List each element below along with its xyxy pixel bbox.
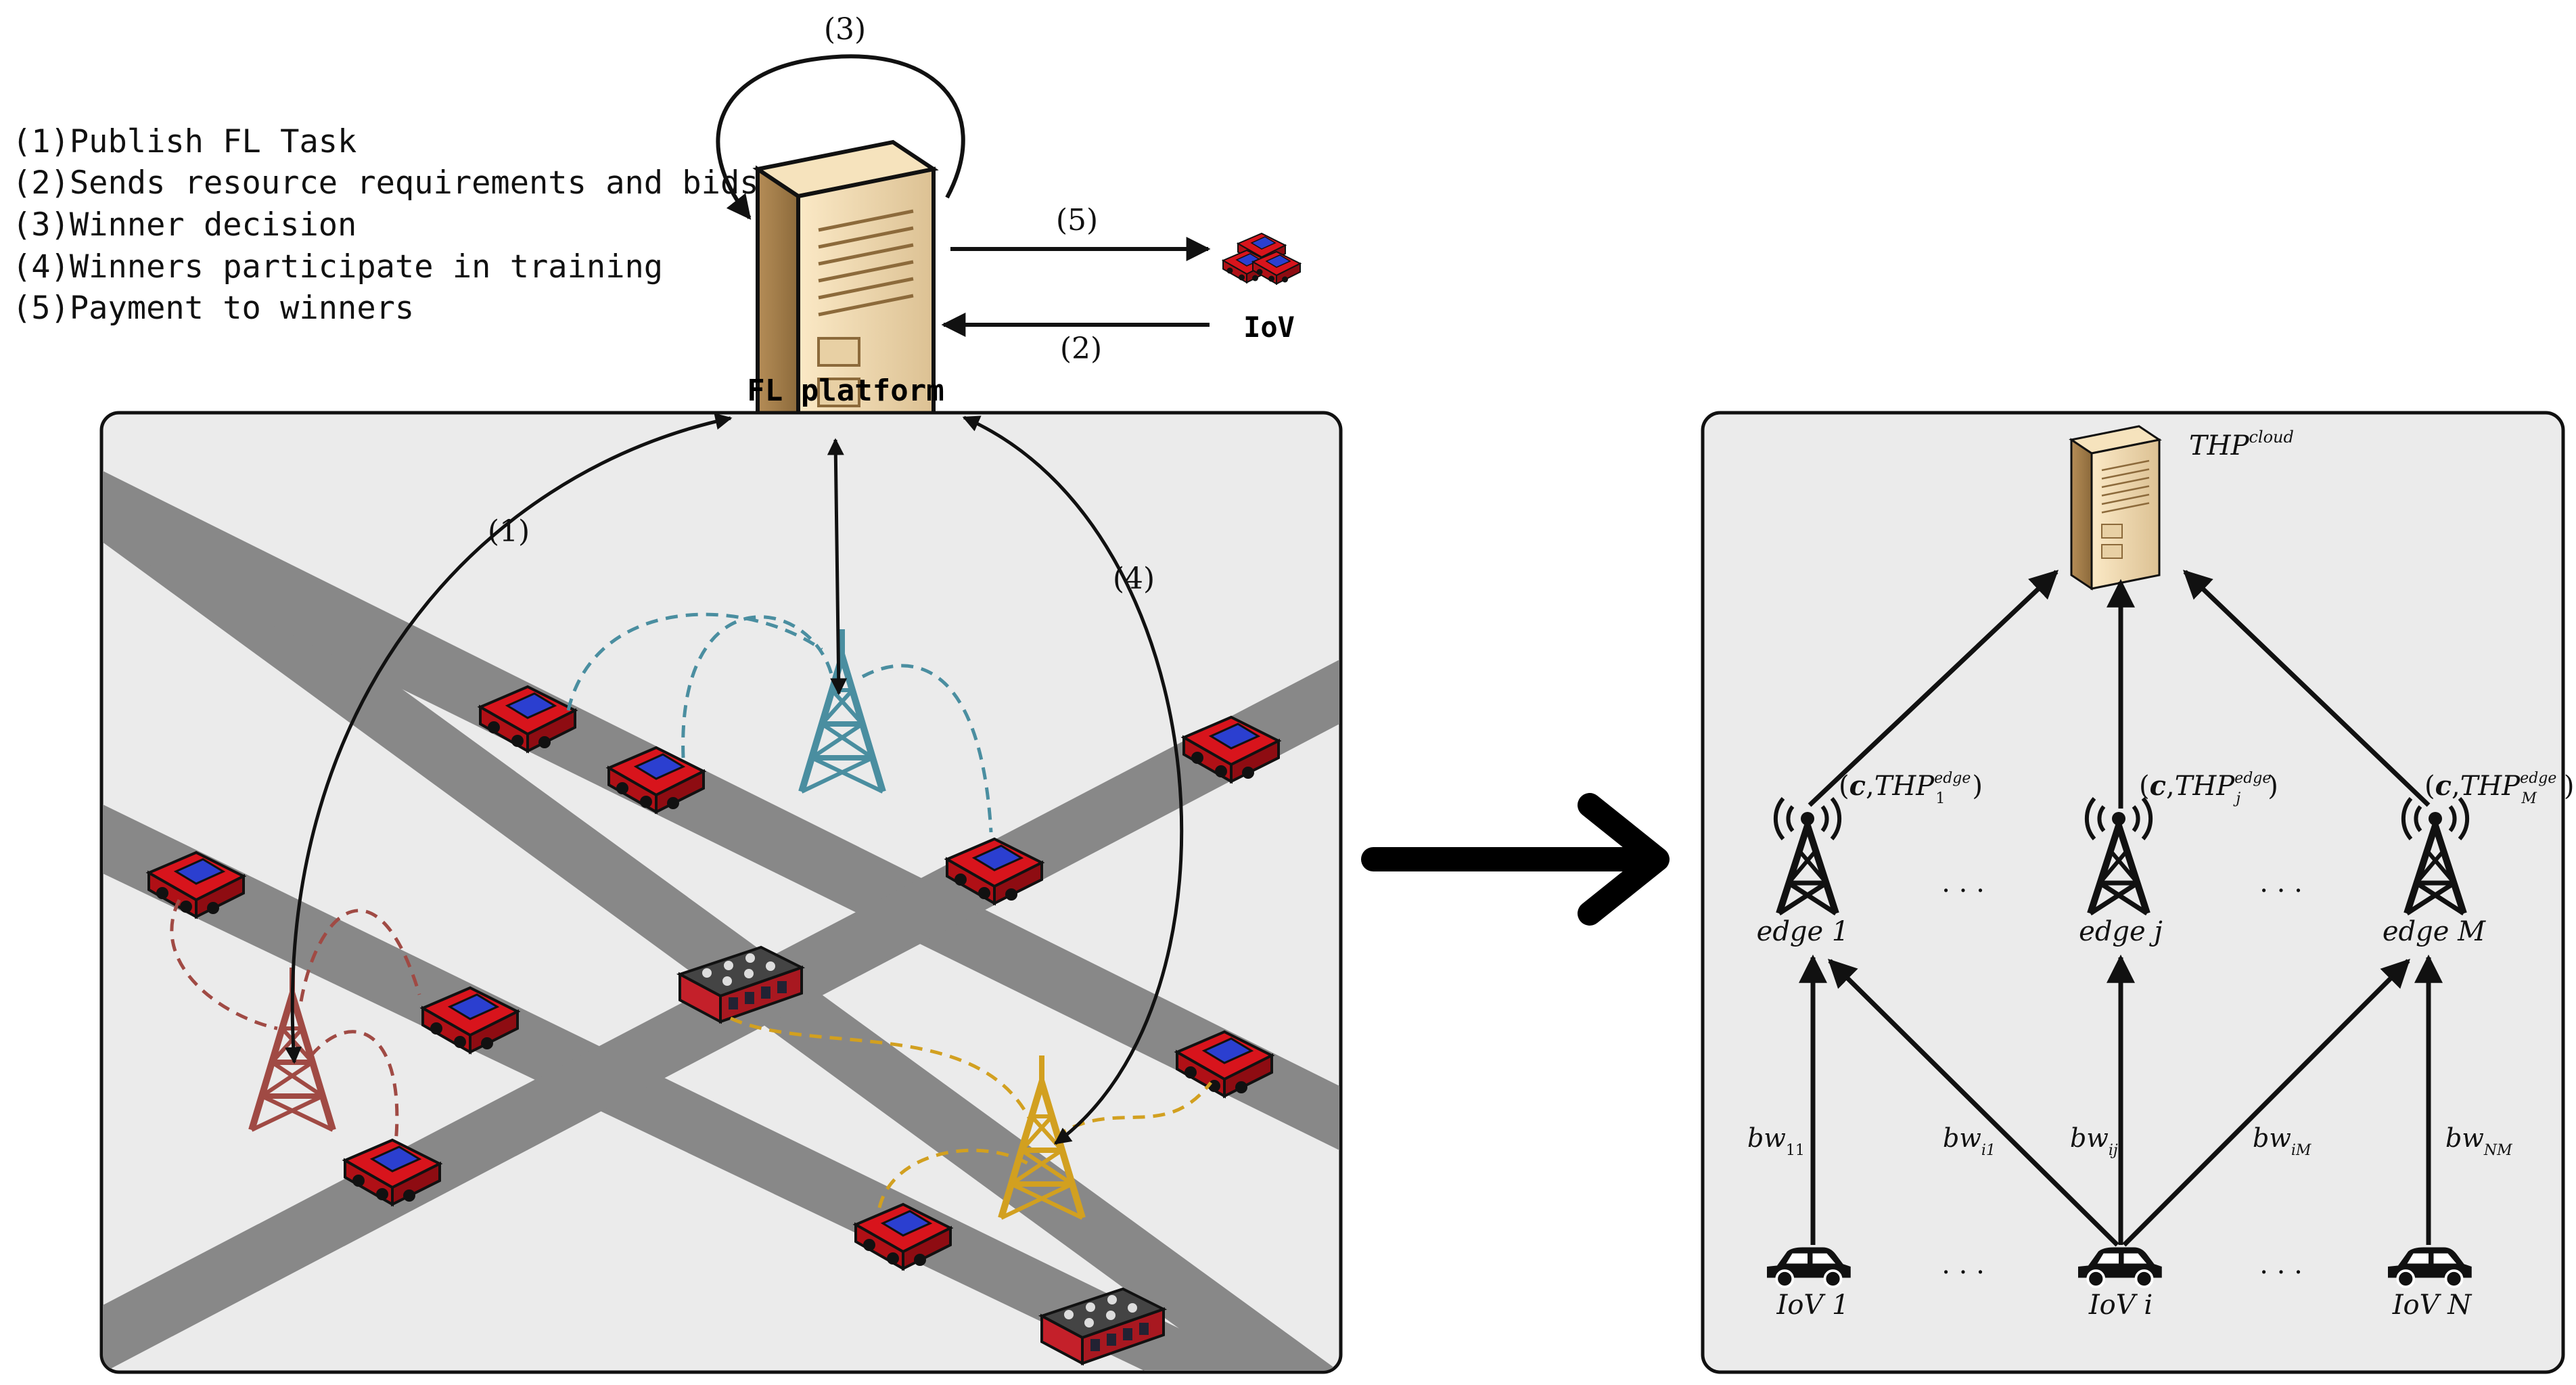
edge-j-label: edge j xyxy=(2079,916,2163,947)
edge-dots-1: . . . xyxy=(1941,867,1985,899)
iov-dots-2: . . . xyxy=(2259,1249,2303,1280)
transition-arrow xyxy=(1361,793,1670,926)
iov-i-label: IoV i xyxy=(2088,1290,2153,1321)
step1-label: (1) xyxy=(488,514,530,549)
bw-i1-label: bwi1 xyxy=(1943,1123,1996,1159)
edge1-to-cloud-arrow xyxy=(1808,570,2059,807)
blue-tower-link-arrow xyxy=(827,438,848,696)
iov-N-label: IoV N xyxy=(2392,1290,2472,1321)
edgeM-to-cloud-arrow xyxy=(2182,570,2431,807)
iov-dots-1: . . . xyxy=(1941,1249,1985,1280)
legend-item-3: (3)Winner decision xyxy=(12,206,357,244)
cloud-thp-label: THPcloud xyxy=(2189,428,2294,461)
legend-item-1: (1)Publish FL Task xyxy=(12,123,357,160)
legend-item-5: (5)Payment to winners xyxy=(12,290,415,327)
bw-iM-label: bwiM xyxy=(2253,1123,2312,1159)
bw-NM-label: bwNM xyxy=(2445,1123,2512,1159)
legend-item-2: (2)Sends resource requirements and bids xyxy=(12,164,759,202)
training-arrow xyxy=(962,415,1184,1145)
edge-1-label: edge 1 xyxy=(1757,916,1849,947)
iovi-to-edgeM-arrow xyxy=(2122,959,2410,1247)
bw-11-label: bw11 xyxy=(1747,1123,1805,1159)
step4-label: (4) xyxy=(1113,562,1155,596)
iov-cars-icon xyxy=(1222,233,1301,285)
edge-dots-2: . . . xyxy=(2259,867,2303,899)
step5-label: (5) xyxy=(1056,203,1098,237)
winner-decision-loop-arrow xyxy=(716,54,965,220)
fl-platform-label: FL platform xyxy=(747,373,944,408)
iovi-to-edge1-arrow xyxy=(1828,959,2119,1247)
publish-task-arrow xyxy=(285,413,733,1064)
legend-item-4: (4)Winners participate in training xyxy=(12,248,664,286)
cloud-server-icon xyxy=(2070,425,2161,590)
edge-M-label: edge M xyxy=(2383,916,2486,947)
right-panel-frame xyxy=(1701,411,2565,1374)
iov-1-label: IoV 1 xyxy=(1776,1290,1849,1321)
iov-label: IoV xyxy=(1243,311,1295,344)
bw-ij-label: bwij xyxy=(2070,1123,2118,1159)
step3-label: (3) xyxy=(824,12,866,47)
step2-label: (2) xyxy=(1060,332,1102,366)
left-panel: (1) (4) xyxy=(99,411,1343,1374)
